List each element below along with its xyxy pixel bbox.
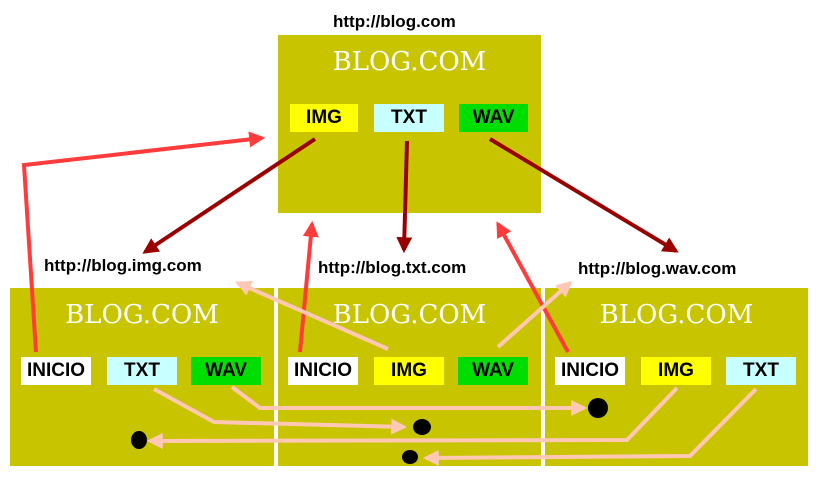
wav-anchor-dot xyxy=(588,398,608,418)
img-txt-to-txt-anchor-link xyxy=(153,387,408,435)
wav-blog-brand: BLOG.COM xyxy=(599,300,754,330)
img-blog-wav-link[interactable]: WAV xyxy=(191,357,261,385)
img-wav-to-wav-anchor-link xyxy=(230,385,588,416)
txt-blog-brand: BLOG.COM xyxy=(332,300,487,330)
wav-inicio-return-arrow xyxy=(496,221,570,353)
img-anchor-dot xyxy=(131,431,147,449)
txt-blog-inicio-link[interactable]: INICIO xyxy=(288,357,358,385)
img-blog-url: http://blog.img.com xyxy=(44,256,202,275)
txt-blog-url: http://blog.txt.com xyxy=(318,258,467,277)
txt-blog-img-link[interactable]: IMG xyxy=(374,357,444,385)
main-blog-brand: BLOG.COM xyxy=(332,47,487,77)
main-img-link[interactable]: IMG xyxy=(290,104,358,132)
main-blog-url: http://blog.com xyxy=(333,12,456,31)
img-inicio-return-arrow xyxy=(21,131,266,353)
wav-blog-panel: BLOG.COM INICIO IMG TXT xyxy=(545,288,808,466)
txt-wav-to-wav-blog-link xyxy=(496,280,573,349)
main-to-wav-arrow xyxy=(488,137,679,253)
img-blog-inicio-link[interactable]: INICIO xyxy=(21,357,91,385)
wav-blog-txt-link[interactable]: TXT xyxy=(726,357,796,385)
main-txt-link[interactable]: TXT xyxy=(374,104,444,132)
wav-blog-url: http://blog.wav.com xyxy=(578,259,737,278)
txt-anchor-dot-lower xyxy=(402,450,418,464)
img-blog-txt-link[interactable]: TXT xyxy=(107,357,177,385)
txt-blog-wav-link[interactable]: WAV xyxy=(458,357,528,385)
wav-blog-img-link[interactable]: IMG xyxy=(641,357,711,385)
main-to-txt-arrow xyxy=(396,140,413,254)
wav-img-to-img-anchor-link xyxy=(146,386,679,449)
txt-blog-panel: BLOG.COM INICIO IMG WAV xyxy=(278,288,541,466)
main-wav-link[interactable]: WAV xyxy=(459,104,528,132)
txt-img-to-img-blog-link xyxy=(235,280,389,351)
txt-inicio-return-arrow xyxy=(298,220,319,353)
img-blog-brand: BLOG.COM xyxy=(65,300,219,330)
main-to-img-arrow xyxy=(142,137,317,254)
main-blog-panel: BLOG.COM IMG TXT WAV xyxy=(278,35,541,213)
wav-blog-inicio-link[interactable]: INICIO xyxy=(555,357,625,385)
wav-txt-to-txt-anchor-link xyxy=(422,387,758,466)
txt-anchor-dot-upper xyxy=(413,419,431,435)
